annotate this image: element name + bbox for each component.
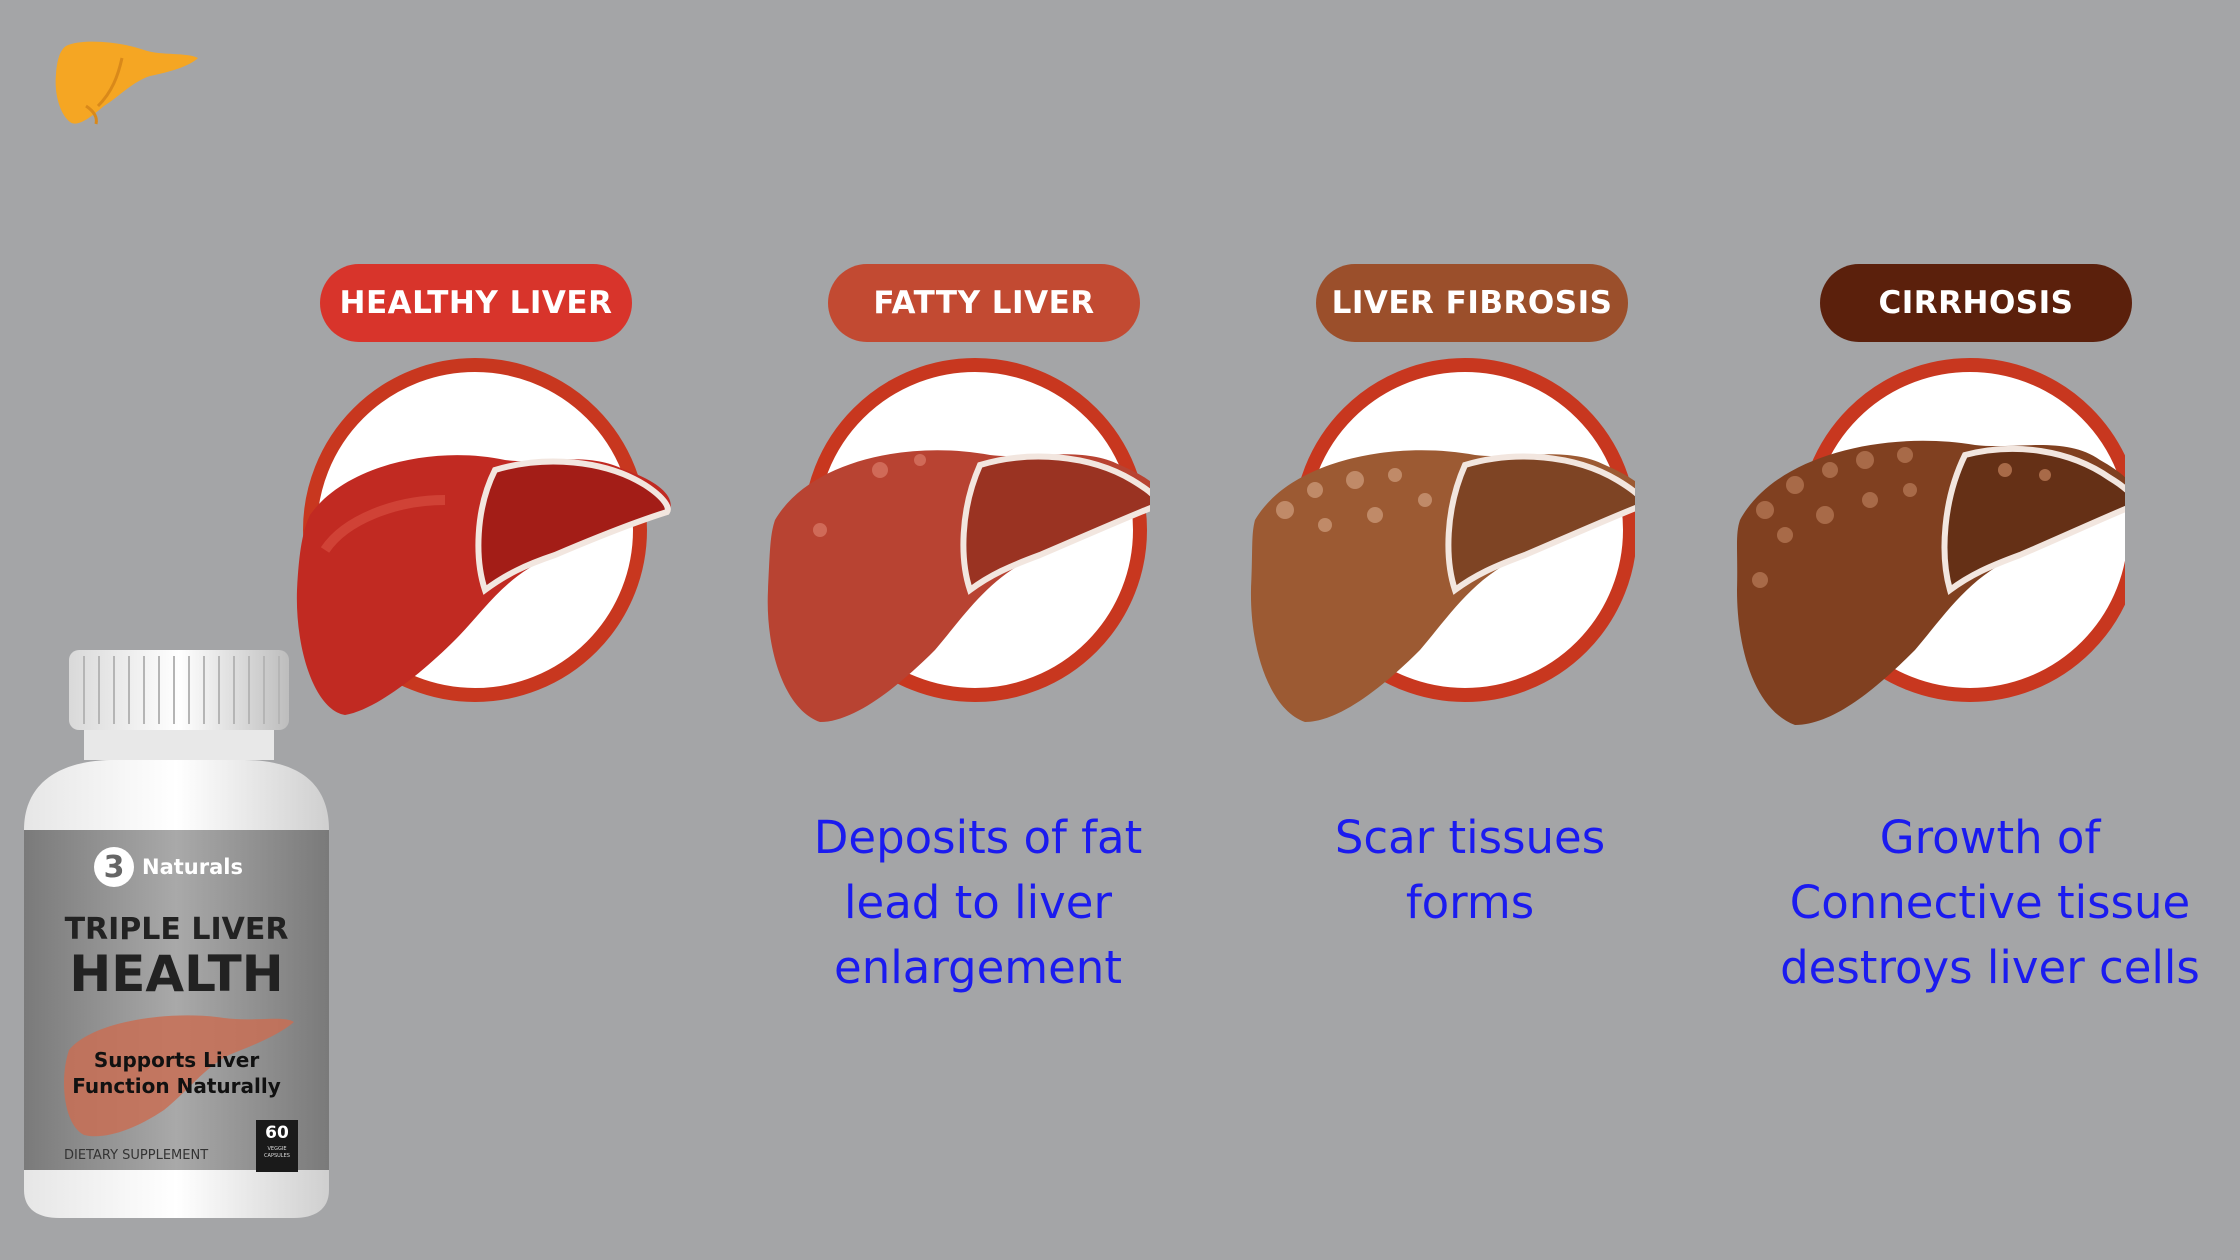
healthy-liver-image [296,358,671,715]
cirrhosis-image [1737,358,2125,725]
product-bottle: 3 Naturals TRIPLE LIVER HEALTH Supports … [24,650,334,1220]
brand-name: Naturals [142,855,243,879]
capsule-count-unit: VEGGIE CAPSULES [264,1146,290,1159]
liver-logo-icon [55,41,199,125]
stage-label-fatty: FATTY LIVER [828,264,1140,342]
fatty-liver-description: Deposits of fat lead to liver enlargemen… [813,811,1143,994]
stage-label-fibrosis: LIVER FIBROSIS [1316,264,1628,342]
stage-label-healthy: HEALTHY LIVER [320,264,632,342]
fatty-liver-image [767,358,1150,722]
product-footer: DIETARY SUPPLEMENT [64,1148,209,1163]
liver-fibrosis-description: Scar tissues forms [1334,811,1606,929]
capsule-count-badge [256,1120,298,1172]
cirrhosis-description: Growth of Connective tissue destroys liv… [1780,811,2200,994]
liver-fibrosis-image [1250,358,1635,722]
product-title-line2: HEALTH [69,945,284,1003]
brand-number: 3 [94,847,134,887]
brand-logo: 3 Naturals [94,842,294,892]
product-tagline-line1: Supports Liver [93,1048,260,1072]
capsule-count: 60 [265,1123,289,1143]
stage-label-cirrhosis: CIRRHOSIS [1820,264,2132,342]
product-title-line1: TRIPLE LIVER [64,912,289,947]
product-tagline-line2: Function Naturally [72,1074,281,1098]
